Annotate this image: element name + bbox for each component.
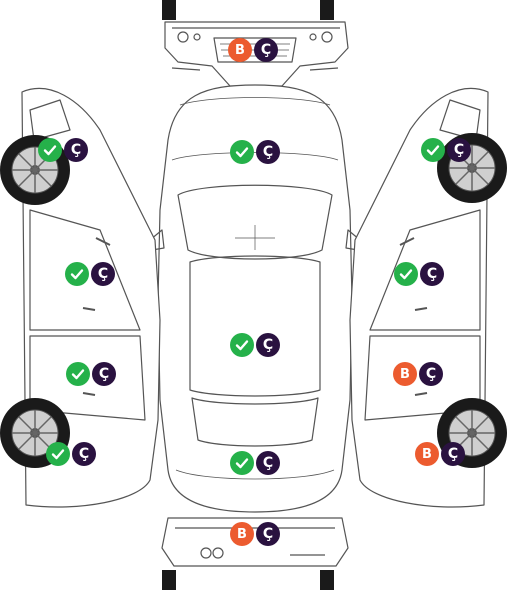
painted-badge: B	[230, 522, 254, 546]
changed-badge: Ç	[92, 362, 116, 386]
rear-bumper-view	[161, 517, 349, 590]
check-icon	[230, 451, 254, 475]
changed-badge: Ç	[419, 362, 443, 386]
check-icon	[230, 140, 254, 164]
changed-badge: Ç	[72, 442, 96, 466]
painted-badge: B	[228, 38, 252, 62]
changed-badge: Ç	[420, 262, 444, 286]
changed-badge: Ç	[64, 138, 88, 162]
check-icon	[38, 138, 62, 162]
changed-badge: Ç	[256, 522, 280, 546]
check-icon	[421, 138, 445, 162]
check-icon	[65, 262, 89, 286]
changed-badge: Ç	[91, 262, 115, 286]
check-icon	[230, 333, 254, 357]
check-icon	[394, 262, 418, 286]
changed-badge: Ç	[441, 442, 465, 466]
changed-badge: Ç	[256, 451, 280, 475]
changed-badge: Ç	[254, 38, 278, 62]
painted-badge: B	[415, 442, 439, 466]
changed-badge: Ç	[256, 333, 280, 357]
painted-badge: B	[393, 362, 417, 386]
check-icon	[66, 362, 90, 386]
top-view-car	[149, 84, 361, 513]
check-icon	[46, 442, 70, 466]
changed-badge: Ç	[256, 140, 280, 164]
changed-badge: Ç	[447, 138, 471, 162]
